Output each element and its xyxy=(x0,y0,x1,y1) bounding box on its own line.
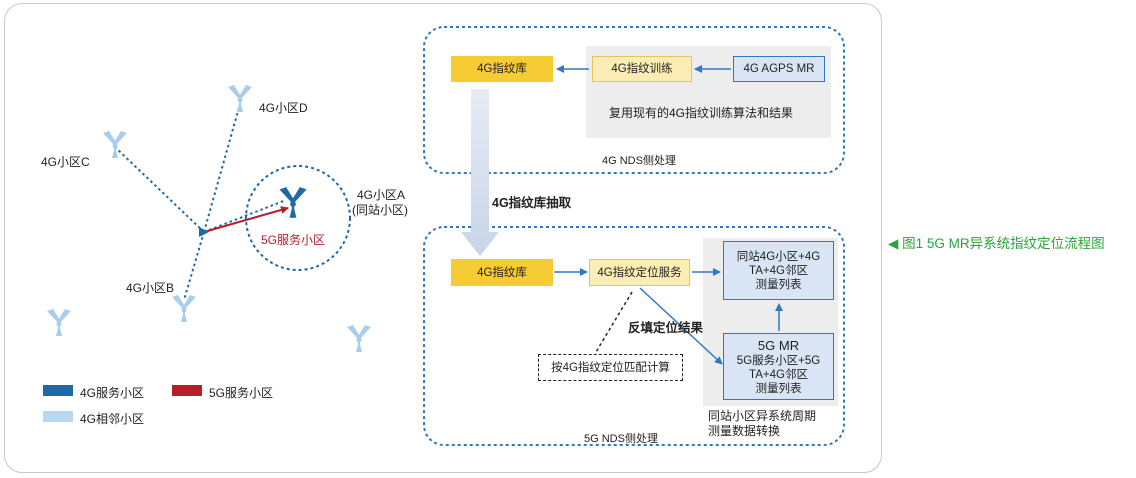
same-site-list-line-3: 测量列表 xyxy=(755,278,802,291)
conversion-note: 同站小区异系统周期 测量数据转换 xyxy=(708,409,816,439)
arrow-locate-to-mr xyxy=(639,287,723,365)
network-links xyxy=(115,103,287,301)
link-to-cell-c xyxy=(115,147,205,233)
link-to-serving-5g xyxy=(203,206,289,233)
same-site-list-line-2: TA+4G邻区 xyxy=(749,264,808,277)
nds5g-fingerprint-db-box: 4G指纹库 xyxy=(451,259,553,286)
extract-arrow xyxy=(461,89,499,256)
link-to-cell-a xyxy=(203,199,287,233)
legend-label-5g-serving: 5G服务小区 xyxy=(209,386,274,400)
terminal-marker xyxy=(199,227,209,237)
label-serving-5g: 5G服务小区 xyxy=(261,233,326,247)
label-cell-c: 4G小区C xyxy=(41,155,90,169)
serving-cell-circle xyxy=(245,165,351,271)
label-cell-a: 4G小区A xyxy=(357,188,406,202)
nds4g-reuse-note: 复用现有的4G指纹训练算法和结果 xyxy=(609,106,794,120)
legend-swatch-4g-neighbor xyxy=(43,411,73,422)
antenna-icon-serving-4g xyxy=(278,186,308,219)
antenna-icon-neighbor-2 xyxy=(346,324,372,353)
mr-5g-box: 5G MR 5G服务小区+5G TA+4G邻区 测量列表 xyxy=(723,333,834,400)
nds5g-section xyxy=(423,226,845,446)
mr-5g-line-2: TA+4G邻区 xyxy=(749,368,808,381)
same-site-list-box: 同站4G小区+4G TA+4G邻区 测量列表 xyxy=(723,241,834,300)
conversion-note-line-1: 同站小区异系统周期 xyxy=(708,409,817,423)
label-cell-b: 4G小区B xyxy=(126,281,175,295)
caption-triangle-icon: ◀ xyxy=(888,236,899,251)
legend-swatch-4g-serving xyxy=(43,385,73,396)
extract-label: 4G指纹库抽取 xyxy=(492,196,572,210)
nds4g-agps-box: 4G AGPS MR xyxy=(733,56,825,82)
antenna-icon-neighbor-1 xyxy=(46,308,72,337)
nds4g-section xyxy=(423,26,845,174)
link-to-cell-b xyxy=(183,231,205,301)
same-site-list-line-1: 同站4G小区+4G xyxy=(736,250,821,263)
backfill-label: 反填定位结果 xyxy=(628,321,704,335)
nds5g-section-label: 5G NDS侧处理 xyxy=(584,433,658,445)
figure-caption: ◀ 图1 5G MR异系统指纹定位流程图 xyxy=(888,232,1105,252)
match-calc-box: 按4G指纹定位匹配计算 xyxy=(538,354,683,381)
link-to-cell-d xyxy=(203,103,241,233)
antenna-icon-cell-b xyxy=(171,294,197,323)
legend-label-4g-neighbor: 4G相邻小区 xyxy=(80,412,145,426)
legend-swatch-5g-serving xyxy=(172,385,202,396)
callout-line-match xyxy=(595,291,633,353)
nds4g-training-box: 4G指纹训练 xyxy=(592,56,692,82)
mr-5g-title: 5G MR xyxy=(757,337,800,353)
mr-5g-line-3: 测量列表 xyxy=(755,382,802,395)
label-cell-d: 4G小区D xyxy=(259,101,308,115)
legend-label-4g-serving: 4G服务小区 xyxy=(80,386,145,400)
antenna-icon-cell-d xyxy=(227,84,253,113)
nds4g-section-label: 4G NDS侧处理 xyxy=(602,155,676,167)
conversion-note-line-2: 测量数据转换 xyxy=(708,424,781,438)
caption-text: 图1 5G MR异系统指纹定位流程图 xyxy=(902,236,1105,251)
mr-5g-line-1: 5G服务小区+5G xyxy=(736,354,821,367)
nds5g-locate-service-box: 4G指纹定位服务 xyxy=(589,259,690,286)
label-cell-a-sub: (同站小区) xyxy=(352,203,408,217)
nds4g-fingerprint-db-box: 4G指纹库 xyxy=(451,56,553,82)
